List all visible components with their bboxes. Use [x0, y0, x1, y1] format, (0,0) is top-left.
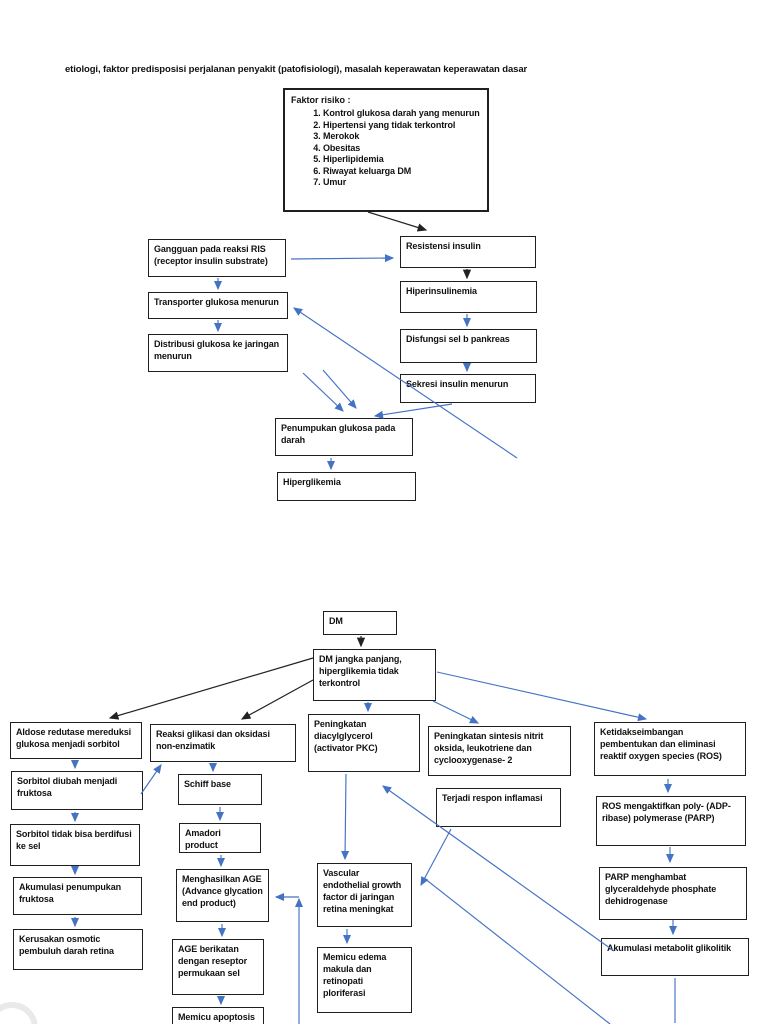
list-item: Riwayat keluarga DM	[323, 166, 481, 176]
box-peningkatan-diacylglycerol: Peningkatan diacylglycerol (activator PK…	[308, 714, 420, 772]
page-title: etiologi, faktor predisposisi perjalanan…	[65, 64, 528, 75]
box-akumulasi-glikolitik: Akumulasi metabolit glikolitik	[601, 938, 749, 976]
risk-factors-box: Faktor risiko : Kontrol glukosa darah ya…	[283, 88, 489, 212]
box-resistensi-insulin: Resistensi insulin	[400, 236, 536, 268]
box-aldose-redutase: Aldose redutase mereduksi glukosa menjad…	[10, 722, 142, 759]
box-respon-inflamasi: Terjadi respon inflamasi	[436, 788, 561, 827]
risk-factors-list: Kontrol glukosa darah yang menurun Hiper…	[291, 108, 481, 187]
box-amadori-product: Amadori product	[179, 823, 261, 853]
box-sorbitol-berdifusi: Sorbitol tidak bisa berdifusi ke sel	[10, 824, 140, 866]
box-akumulasi-fruktosa: Akumulasi penumpukan fruktosa	[13, 877, 142, 915]
list-item: Kontrol glukosa darah yang menurun	[323, 108, 481, 118]
list-item: Obesitas	[323, 143, 481, 153]
box-gangguan-ris: Gangguan pada reaksi RIS (receptor insul…	[148, 239, 286, 277]
box-disfungsi-pankreas: Disfungsi sel b pankreas	[400, 329, 537, 363]
box-parp-menghambat: PARP menghambat glyceraldehyde phosphate…	[599, 867, 747, 920]
box-dm: DM	[323, 611, 397, 635]
box-kerusakan-osmotic: Kerusakan osmotic pembuluh darah retina	[13, 929, 143, 970]
list-item: Merokok	[323, 131, 481, 141]
box-age-berikatan: AGE berikatan dengan reseptor permukaan …	[172, 939, 264, 995]
box-sorbitol-diubah: Sorbitol diubah menjadi fruktosa	[11, 771, 143, 810]
risk-factors-heading: Faktor risiko :	[291, 95, 351, 105]
box-reaksi-glikasi: Reaksi glikasi dan oksidasi non-enzimati…	[150, 724, 296, 762]
box-hiperinsulinemia: Hiperinsulinemia	[400, 281, 537, 313]
box-peningkatan-sintesis: Peningkatan sintesis nitrit oksida, leuk…	[428, 726, 571, 776]
watermark-fragment	[0, 1002, 38, 1024]
box-transporter-glukosa: Transporter glukosa menurun	[148, 292, 288, 319]
box-memicu-apoptosis: Memicu apoptosis	[172, 1007, 264, 1024]
box-distribusi-glukosa: Distribusi glukosa ke jaringan menurun	[148, 334, 288, 372]
box-menghasilkan-age: Menghasilkan AGE (Advance glycation end …	[176, 869, 269, 922]
list-item: Hiperlipidemia	[323, 154, 481, 164]
box-dm-jangka-panjang: DM jangka panjang, hiperglikemia tidak t…	[313, 649, 436, 701]
list-item: Hipertensi yang tidak terkontrol	[323, 120, 481, 130]
box-vegf-retina: Vascular endothelial growth factor di ja…	[317, 863, 412, 927]
box-memicu-edema: Memicu edema makula dan retinopati plori…	[317, 947, 412, 1013]
box-schiff-base: Schiff base	[178, 774, 262, 805]
list-item: Umur	[323, 177, 481, 187]
box-penumpukan-glukosa: Penumpukan glukosa pada darah	[275, 418, 413, 456]
box-sekresi-insulin: Sekresi insulin menurun	[400, 374, 536, 403]
box-ros-parp: ROS mengaktifkan poly- (ADP- ribase) pol…	[596, 796, 746, 846]
box-ketidakseimbangan-ros: Ketidakseimbangan pembentukan dan elimin…	[594, 722, 746, 776]
box-hiperglikemia: Hiperglikemia	[277, 472, 416, 501]
